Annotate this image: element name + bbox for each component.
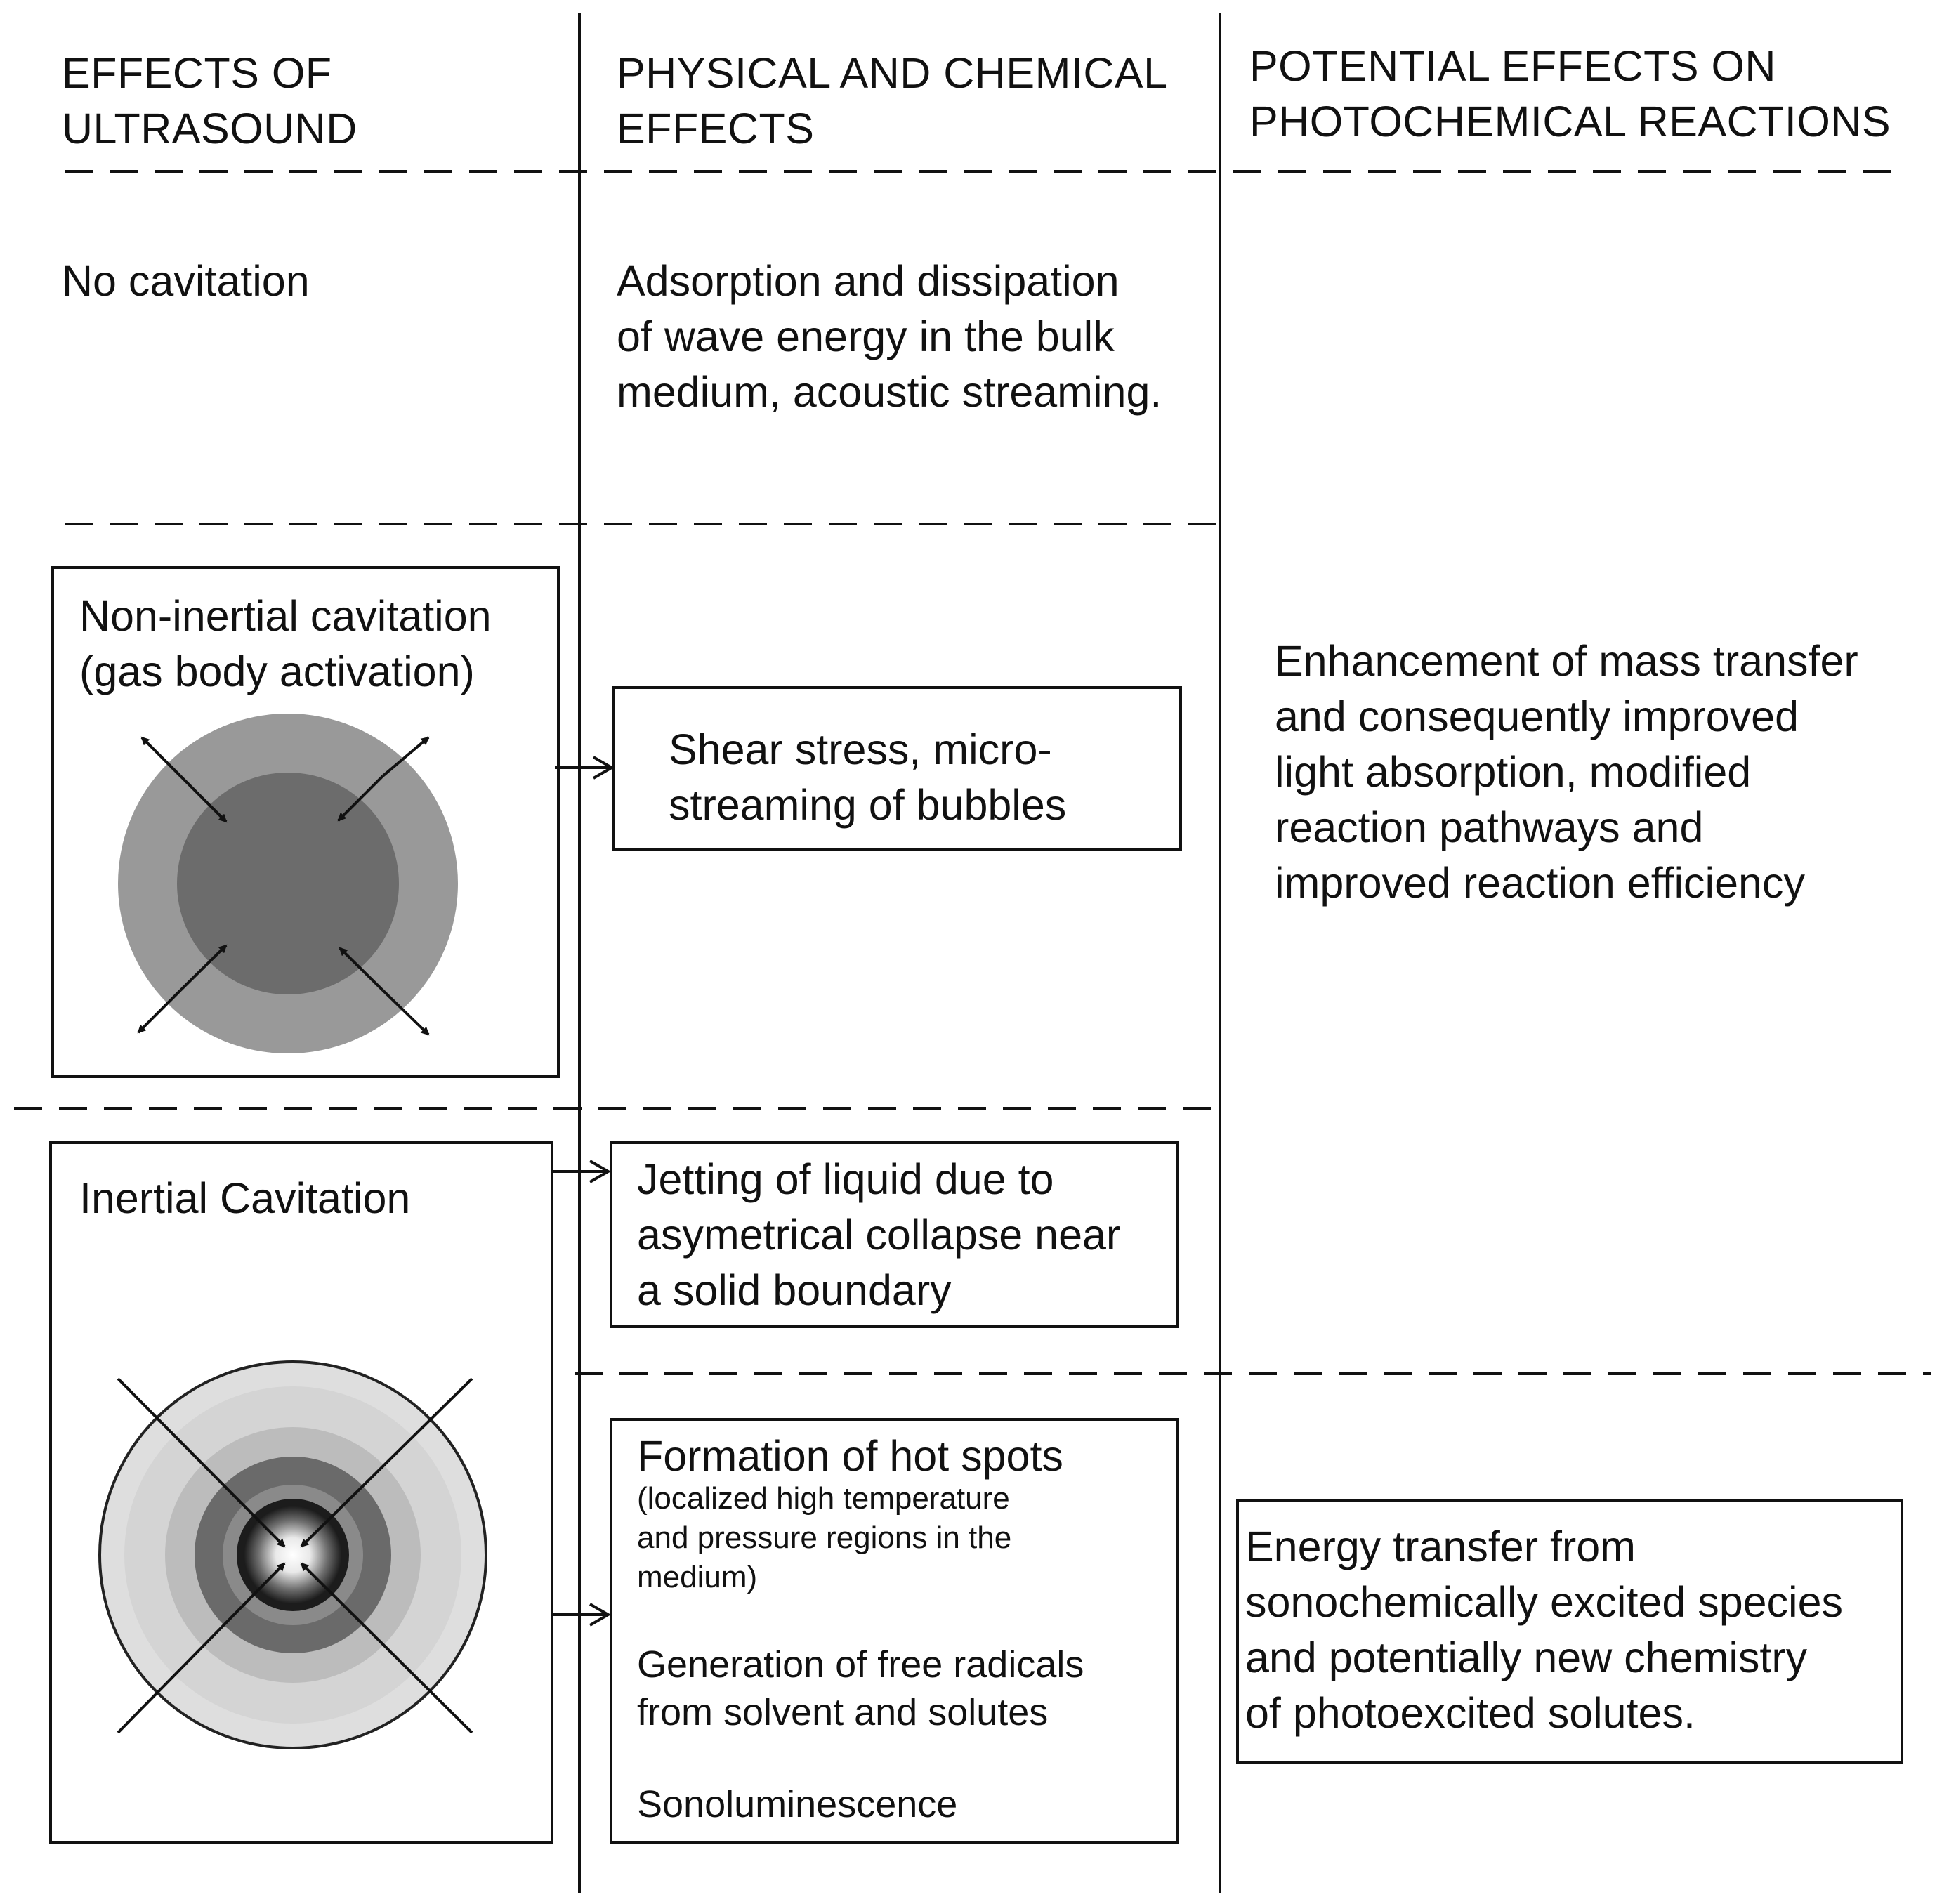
connector-arrows [552, 768, 612, 1615]
mass-transfer-effect: Enhancement of mass transfer and consequ… [1275, 637, 1858, 907]
collapsing-bubble-icon [98, 1360, 487, 1749]
hot-spots-box [610, 1418, 1179, 1844]
bulk-medium-effect: Adsorption and dissipation of wave energ… [617, 257, 1162, 416]
dashed-separators [14, 170, 1931, 1375]
shear-stress-box [612, 686, 1182, 851]
energy-transfer-effect: Energy transfer from sonochemically exci… [1245, 1523, 1844, 1737]
jetting-box [610, 1141, 1179, 1328]
inertial-box [49, 1141, 553, 1844]
hot-spots-title: Formation of hot spots [637, 1432, 1063, 1480]
inertial-label: Inertial Cavitation [79, 1174, 411, 1222]
sonoluminescence-text: Sonoluminescence [637, 1783, 958, 1825]
no-cavitation-label: No cavitation [62, 257, 310, 305]
jetting-text: Jetting of liquid due to asymetrical col… [637, 1155, 1121, 1314]
energy-transfer-box [1236, 1499, 1903, 1764]
free-radicals-text: Generation of free radicals from solvent… [637, 1643, 1084, 1733]
oscillating-bubble-icon [118, 714, 458, 1053]
hot-spots-detail: (localized high temperature and pressure… [637, 1481, 1012, 1594]
shear-stress-text: Shear stress, micro- streaming of bubble… [669, 726, 1067, 829]
non-inertial-label: Non-inertial cavitation (gas body activa… [79, 592, 492, 695]
non-inertial-box [51, 566, 560, 1078]
